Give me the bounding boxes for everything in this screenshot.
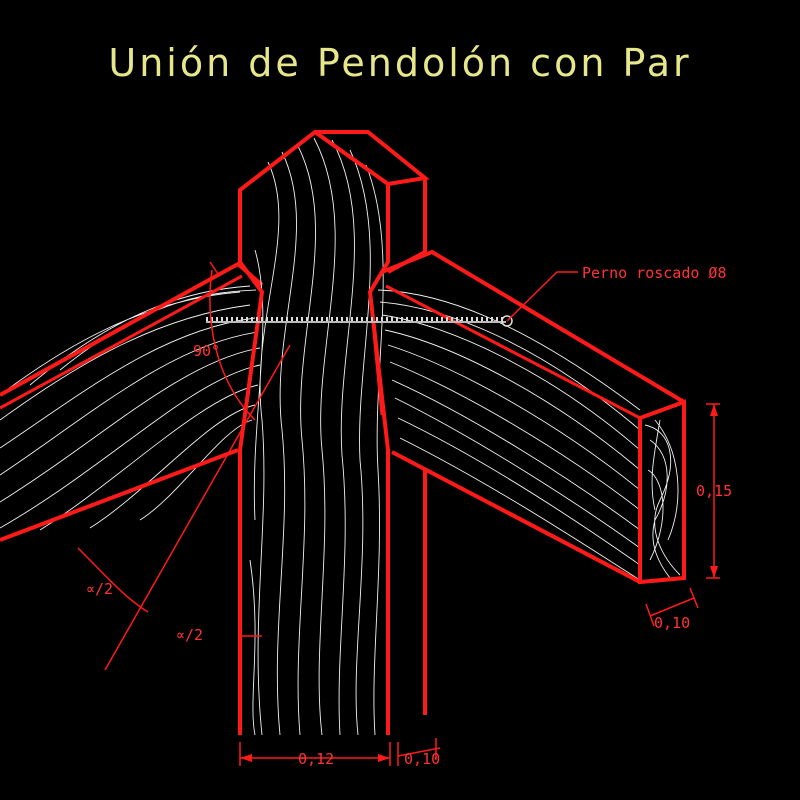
left-rafter-bottom-edge xyxy=(0,448,239,542)
angle-annotations: 90° ∝/2 ∝/2 xyxy=(77,261,291,671)
rafter-width-dim-line xyxy=(649,597,695,617)
post-depth-dim-line xyxy=(397,747,441,757)
rafter-width-ext-left xyxy=(645,603,655,627)
angle-90-label: 90° xyxy=(193,342,220,360)
bolt-nut xyxy=(501,315,513,327)
rafter-width-label: 0,10 xyxy=(654,614,690,632)
drawing-title: Unión de Pendolón con Par xyxy=(108,41,691,85)
bolt-leader-line xyxy=(506,271,578,322)
rafter-height-arrow-bottom xyxy=(710,566,718,578)
dimensions: 0,15 0,10 0,12 0,10 xyxy=(239,403,732,768)
angle-90-tick xyxy=(209,261,219,275)
king-post xyxy=(238,129,430,736)
bolt-label: Perno roscado Ø8 xyxy=(582,264,727,282)
post-bevel-left xyxy=(243,291,264,416)
post-bevel-right xyxy=(368,291,384,416)
post-side-edge xyxy=(387,178,427,274)
post-depth-label: 0,10 xyxy=(404,750,440,768)
post-width-arrow-right xyxy=(378,754,390,762)
right-rafter-bottom-edge xyxy=(391,450,641,584)
post-top-face xyxy=(315,130,430,186)
bolt: Perno roscado Ø8 xyxy=(206,264,727,327)
half-angle-rafter-label: ∝/2 xyxy=(86,580,113,598)
king-post-grain xyxy=(249,137,384,736)
angle-90-arc xyxy=(209,269,256,421)
rafter-height-arrow-top xyxy=(710,404,718,416)
rafter-end-grain xyxy=(644,419,681,579)
half-angle-rafter-arc xyxy=(77,547,149,613)
post-width-arrow-left xyxy=(240,754,252,762)
rafter-width-ext-right xyxy=(689,587,699,609)
right-rafter-top-face xyxy=(385,284,641,420)
rafter-end-section xyxy=(638,399,686,585)
post-width-label: 0,12 xyxy=(298,750,334,768)
half-angle-post-label: ∝/2 xyxy=(176,626,203,644)
rafter-axis-line xyxy=(104,344,291,671)
left-rafter-top-face xyxy=(0,274,243,410)
rafter-height-label: 0,15 xyxy=(696,482,732,500)
